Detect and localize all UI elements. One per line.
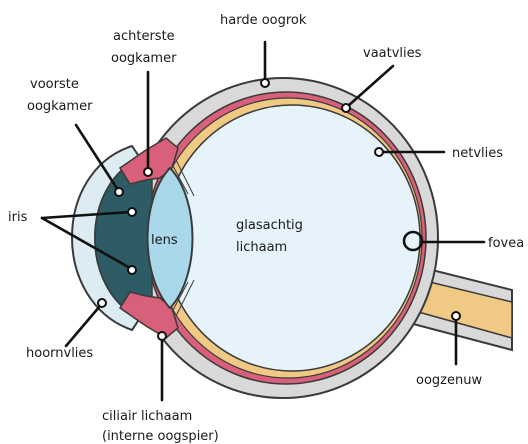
label-harde-oogrok: harde oogrok <box>220 13 307 28</box>
label-achterste-oogkamer-1: achterste <box>113 29 175 44</box>
label-lens: lens <box>151 233 178 248</box>
label-voorste-oogkamer-1: voorste <box>30 77 79 92</box>
label-voorste-oogkamer-2: oogkamer <box>27 99 93 114</box>
label-ciliair-1: ciliair lichaam <box>102 409 192 424</box>
label-ciliair-2: (interne oogspier) <box>102 429 219 444</box>
label-netvlies: netvlies <box>452 146 503 161</box>
vitreous-body <box>164 105 420 371</box>
label-hoornvlies: hoornvlies <box>26 346 93 361</box>
label-glasachtig-1: glasachtig <box>236 218 303 233</box>
label-iris: iris <box>8 210 28 225</box>
label-vaatvlies: vaatvlies <box>363 46 422 61</box>
label-fovea: fovea <box>488 236 524 251</box>
label-glasachtig-2: lichaam <box>236 240 287 255</box>
label-achterste-oogkamer-2: oogkamer <box>111 51 177 66</box>
label-oogzenuw: oogzenuw <box>416 373 482 388</box>
